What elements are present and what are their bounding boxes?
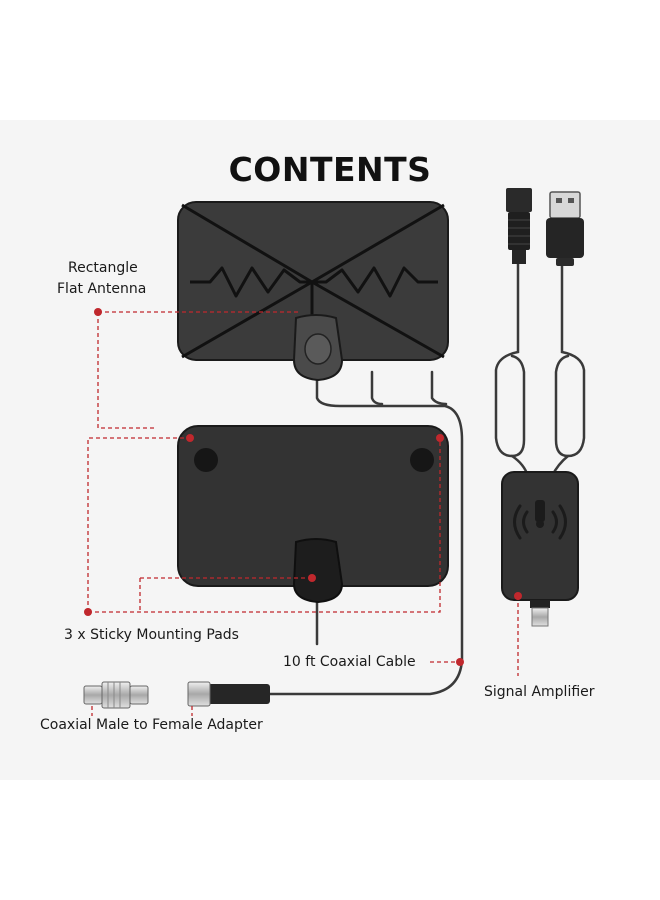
callout-lines: [87, 311, 519, 716]
antenna-back-panel: [177, 425, 449, 604]
mounting-pad-2: [410, 448, 434, 472]
signal-amplifier: [501, 471, 579, 601]
coaxial-adapter: [83, 681, 149, 709]
wireless-signal-icon: [513, 500, 567, 540]
amplifier-cables: [494, 260, 586, 478]
usb-plug-icon: [546, 191, 584, 266]
callout-dots: [84, 308, 522, 666]
coaxial-cable-connector: [187, 681, 270, 707]
amplifier-label: Signal Amplifier: [484, 684, 595, 700]
mounting-pad-1: [194, 448, 218, 472]
mounting-pad-3: [292, 538, 344, 604]
antenna-label-line1: Rectangle: [68, 260, 138, 276]
coax-connector-icon: [506, 188, 532, 264]
coaxial-cable: [266, 370, 464, 696]
page-title: CONTENTS: [228, 150, 432, 189]
adapter-label: Coaxial Male to Female Adapter: [40, 717, 263, 733]
antenna-label-line2: Flat Antenna: [57, 281, 147, 297]
antenna-connector-housing: [292, 314, 344, 382]
amplifier-output-connector: [530, 600, 550, 627]
pads-label: 3 x Sticky Mounting Pads: [64, 627, 239, 643]
cable-label: 10 ft Coaxial Cable: [283, 654, 416, 670]
